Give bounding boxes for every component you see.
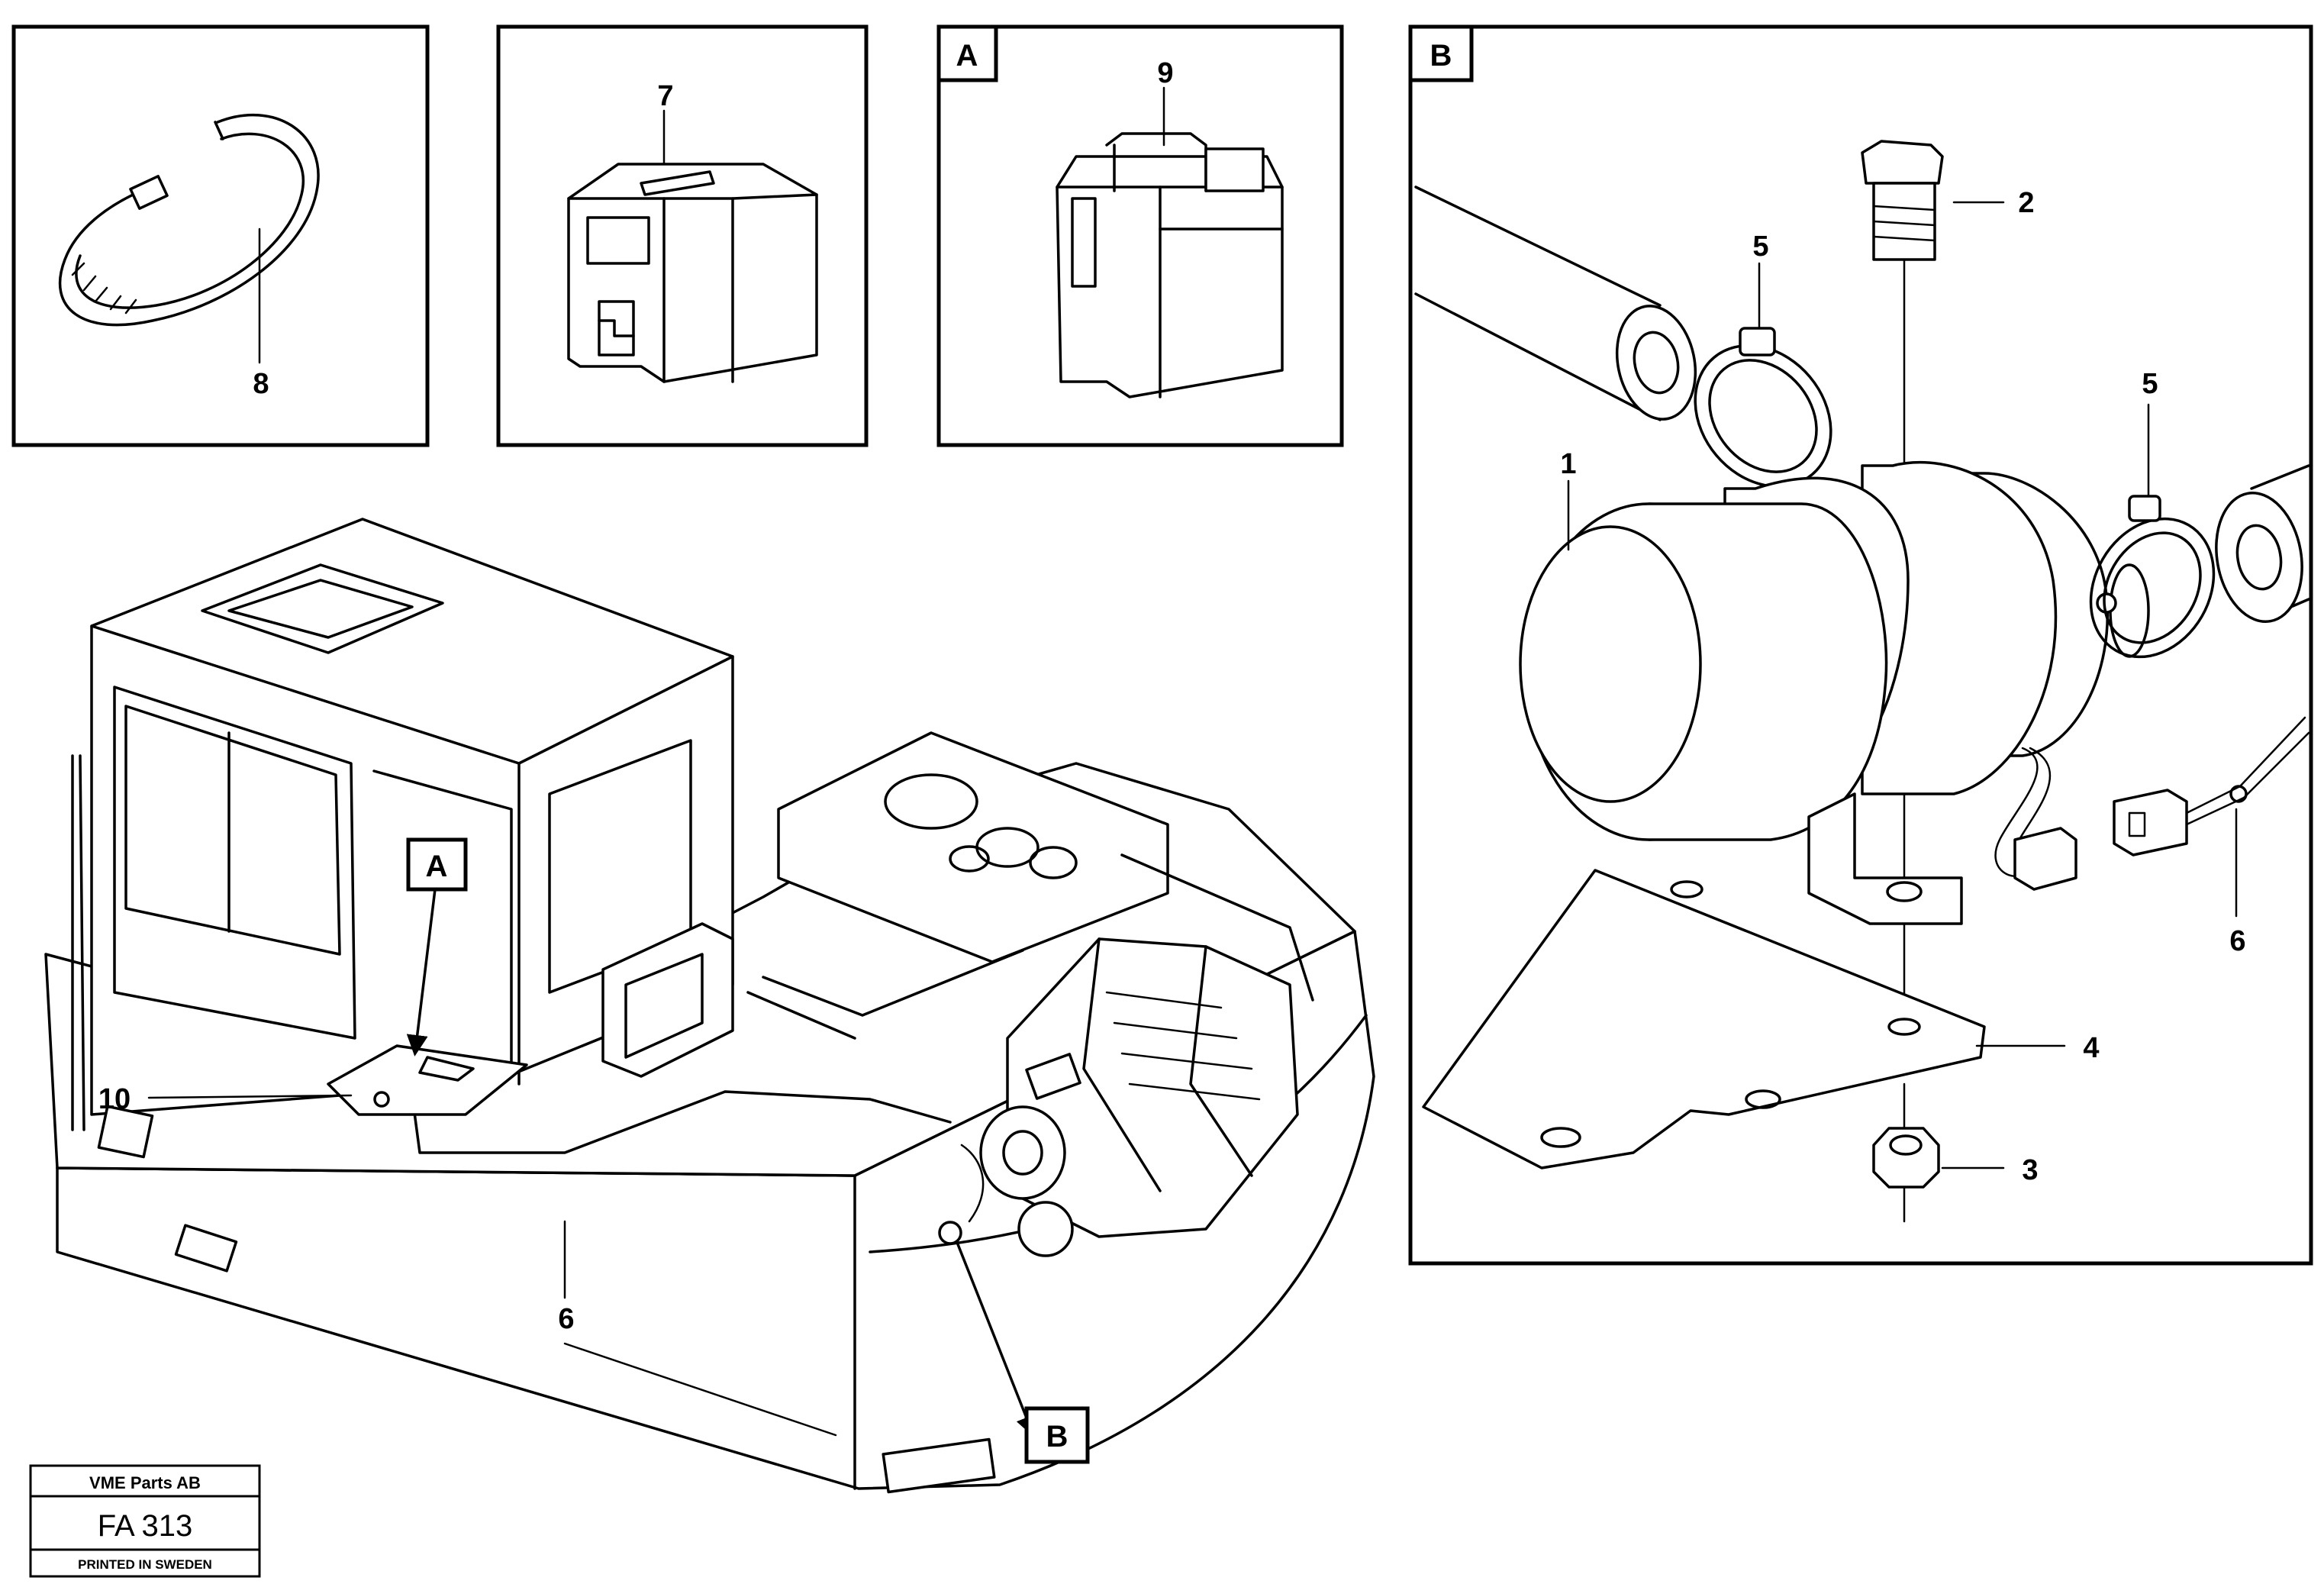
panel-cable-tie: 8 (11, 24, 430, 447)
stamp-footer: PRINTED IN SWEDEN (78, 1557, 212, 1572)
engine-compartment (601, 731, 1314, 1078)
cable-tie-drawing (58, 113, 320, 327)
cab-control-panel (327, 1044, 528, 1116)
hose-right (2215, 464, 2310, 624)
callout-2: 2 (2018, 187, 2034, 219)
callout-7: 7 (657, 80, 673, 112)
detail-b-letter: B (1430, 39, 1452, 73)
machine-overview: 6 10 (44, 518, 1375, 1494)
callout-9: 9 (1157, 57, 1173, 89)
stamp-code: FA 313 (98, 1509, 193, 1543)
detail-a-letter: A (956, 39, 978, 73)
electric-motor (1519, 461, 2150, 841)
hose-clamp-left (1694, 327, 1832, 489)
callout-8: 8 (253, 368, 269, 400)
mounting-bracket (1807, 792, 1963, 925)
panel-detail-a: A 9 (936, 24, 1344, 447)
connector-housing-drawing (567, 163, 818, 383)
publisher-stamp: VME Parts AB FA 313 PRINTED IN SWEDEN (29, 1464, 261, 1578)
hex-nut (1872, 1127, 1940, 1189)
panel-connector-housing: 7 (496, 24, 869, 447)
location-b-letter: B (1046, 1420, 1069, 1453)
bolt (1861, 140, 1944, 261)
relay-socket-drawing (1056, 132, 1284, 398)
callout-4: 4 (2083, 1032, 2099, 1064)
callout-5-right: 5 (2142, 368, 2158, 400)
hose-clamp-right (2089, 495, 2216, 659)
base-plate (1422, 869, 1986, 1169)
callout-5-left: 5 (1752, 231, 1768, 263)
location-marker-a: A (406, 837, 468, 892)
panel-detail-b: B 5 2 (1408, 24, 2313, 1266)
callout-1: 1 (1560, 448, 1576, 480)
callout-6-detail: 6 (2229, 925, 2245, 957)
wiring-connectors (1994, 716, 2310, 891)
stamp-company: VME Parts AB (89, 1473, 201, 1492)
location-a-letter: A (426, 850, 448, 883)
location-marker-b: B (1024, 1406, 1090, 1464)
callout-3: 3 (2022, 1154, 2038, 1186)
callout-10: 10 (98, 1083, 131, 1115)
callout-6-machine: 6 (558, 1303, 574, 1335)
hose-left (1414, 185, 1697, 421)
engine-block (979, 937, 1299, 1257)
